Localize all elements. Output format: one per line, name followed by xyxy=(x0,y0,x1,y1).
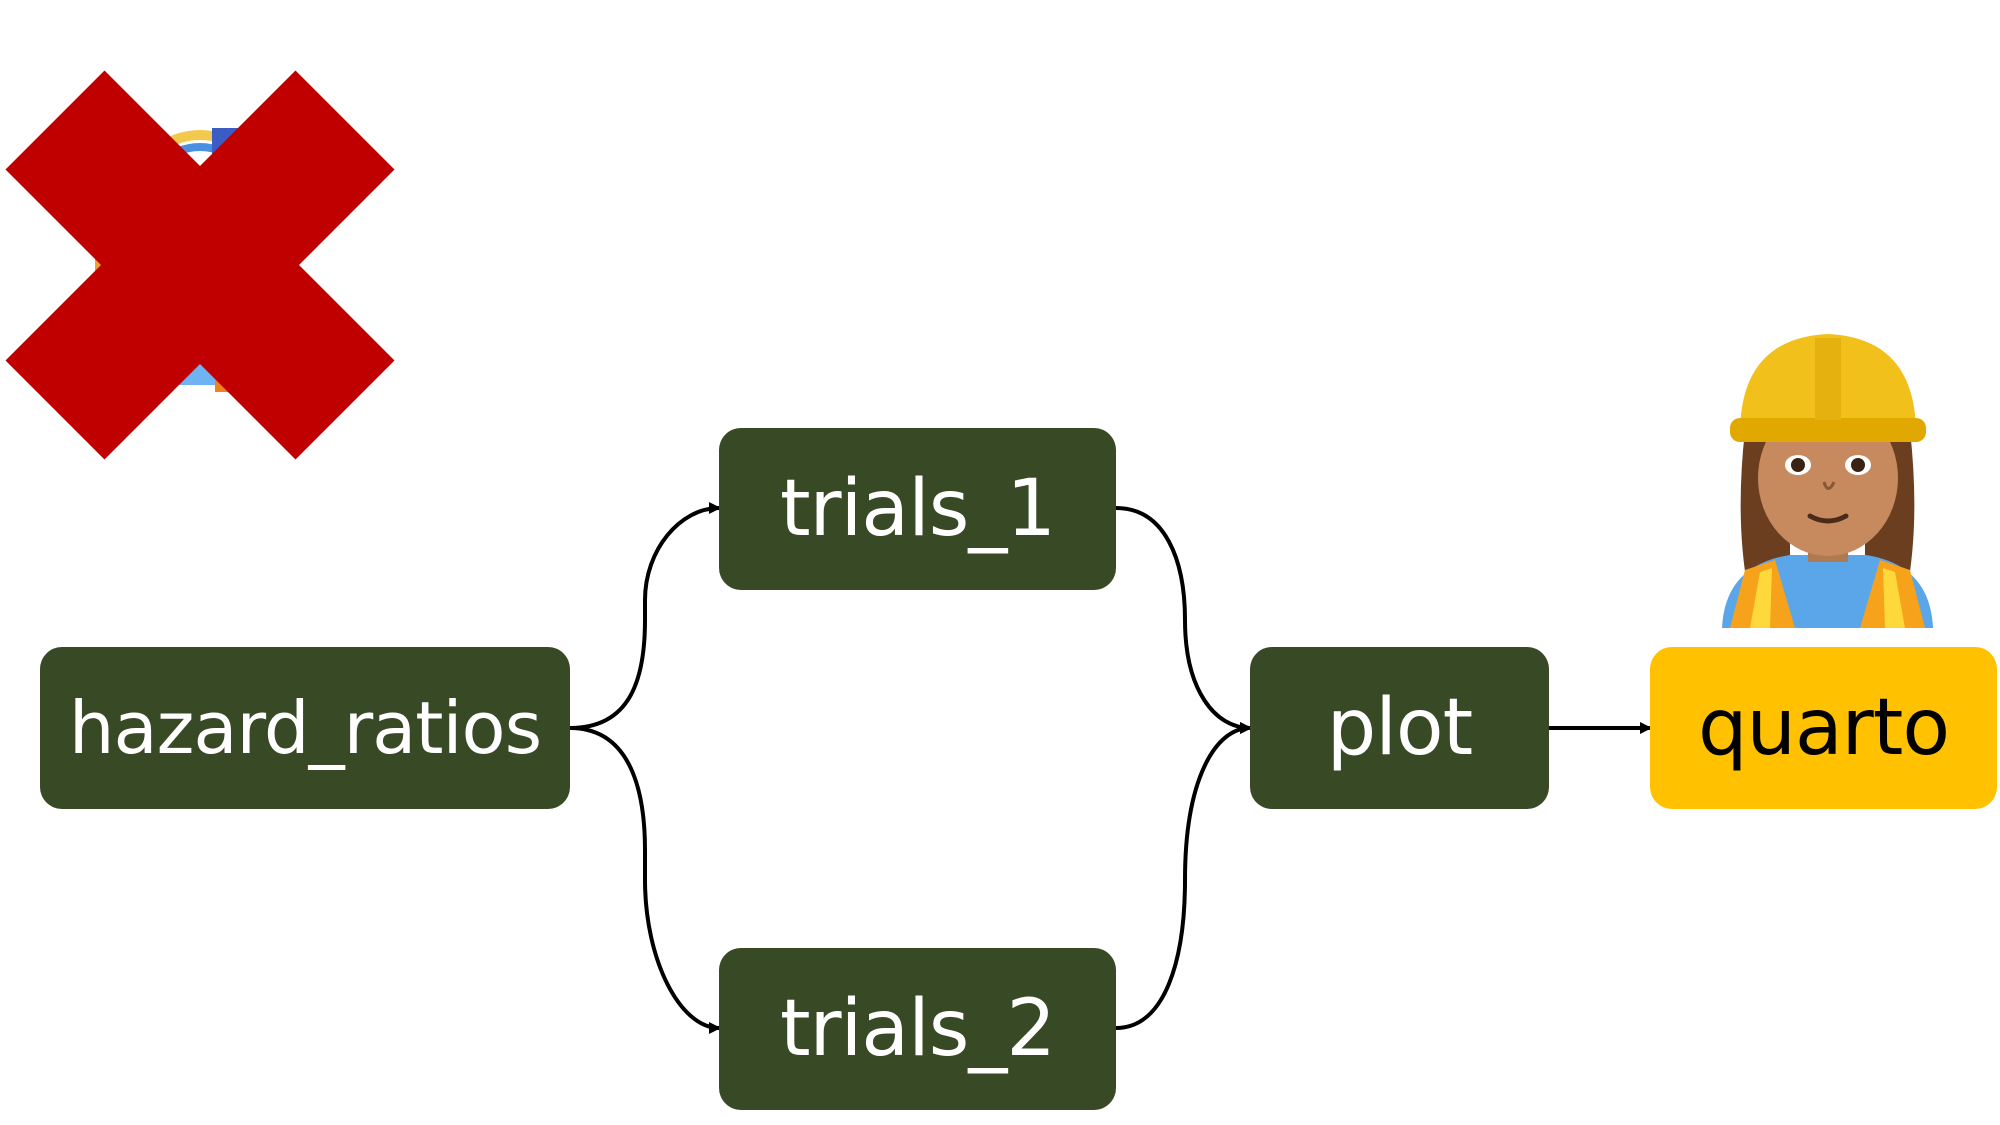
edge-trials1-to-plot xyxy=(1115,506,1252,734)
node-trials-2: trials_2 xyxy=(719,948,1116,1110)
node-quarto: quarto xyxy=(1650,647,1997,809)
edge-hazard-to-trials1 xyxy=(569,502,721,730)
node-trials-1: trials_1 xyxy=(719,428,1116,590)
node-plot: plot xyxy=(1250,647,1549,809)
construction-worker-icon xyxy=(1722,334,1933,628)
edge-hazard-to-trials2 xyxy=(569,726,721,1034)
edge-trials2-to-plot xyxy=(1115,722,1252,1030)
red-x-icon xyxy=(5,70,395,460)
node-hazard-ratios: hazard_ratios xyxy=(40,647,570,809)
crossed-out-logo xyxy=(5,70,395,460)
